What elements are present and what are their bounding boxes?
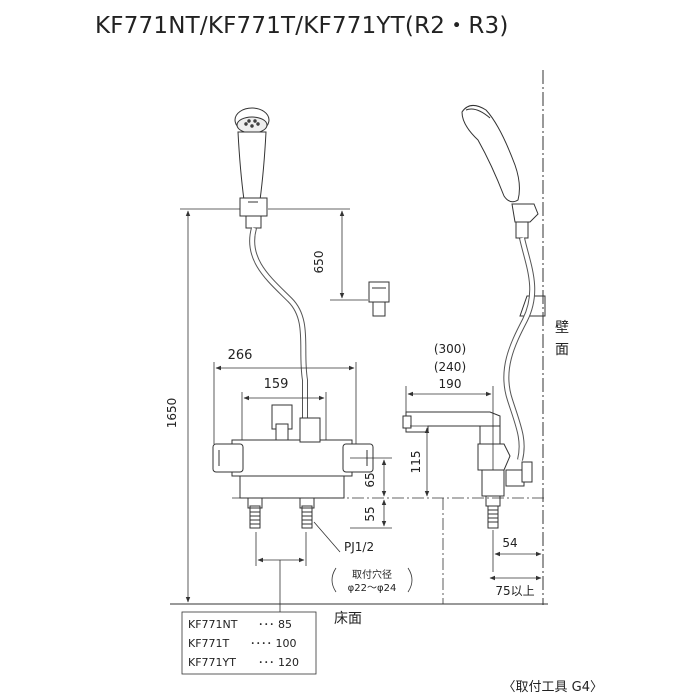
dim-65: 65 [363, 472, 377, 487]
shower-holder-front [239, 197, 268, 229]
model-name-1: KF771NT [188, 618, 238, 631]
dim-650: 650 [312, 251, 326, 274]
hole-title: 取付穴径 [352, 568, 392, 581]
dim-115: 115 [409, 451, 423, 474]
hole-bracket-right [407, 567, 413, 593]
wall-label-1: 壁 [555, 320, 569, 336]
front-view [212, 107, 390, 529]
faucet-body-front [212, 404, 374, 529]
shower-head-side [461, 105, 520, 203]
dim-266: 266 [228, 348, 253, 363]
hole-bracket-left [331, 567, 337, 593]
dimension-lines [180, 208, 542, 612]
spout-side [402, 411, 533, 529]
dim-159: 159 [264, 377, 289, 392]
dim-300: (300) [434, 342, 466, 356]
hole-range: φ22～φ24 [348, 583, 397, 594]
model-table-box [181, 611, 317, 675]
dim-1650: 1650 [165, 398, 179, 429]
shower-holder-side [511, 203, 539, 239]
dim-190: 190 [439, 377, 462, 391]
model-value-3: ･･･ 120 [258, 656, 299, 669]
model-value-1: ･･･ 85 [258, 618, 292, 631]
model-name-2: KF771T [188, 637, 230, 650]
hose-front-inner [250, 227, 307, 420]
shower-head-front [234, 107, 270, 201]
thread-label: PJ1/2 [344, 540, 374, 554]
dim-240: (240) [434, 360, 466, 374]
floor-label: 床面 [334, 611, 362, 627]
tool-label: 〈取付工具 G4〉 [503, 680, 603, 695]
dim-54: 54 [502, 536, 517, 550]
dim-75: 75以上 [495, 584, 534, 598]
model-name-3: KF771YT [188, 656, 236, 669]
page-title: KF771NT/KF771T/KF771YT(R2・R3) [95, 13, 509, 39]
wall-label-2: 面 [555, 342, 569, 358]
side-view [402, 105, 546, 529]
hose-side-inner [504, 237, 535, 461]
shower-holder-lower [368, 281, 390, 317]
dim-55: 55 [363, 506, 377, 521]
model-value-2: ････ 100 [250, 637, 297, 650]
